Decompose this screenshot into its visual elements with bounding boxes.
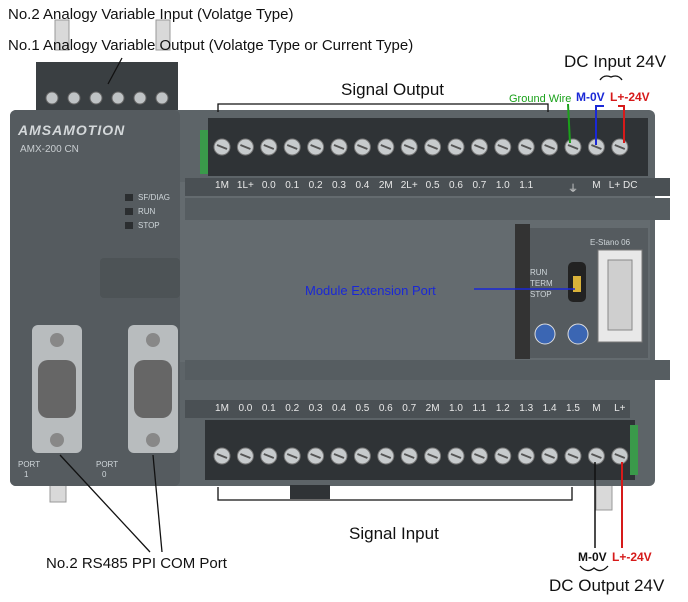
top-terminal-label: L+ DC	[608, 180, 638, 191]
port0-label: PORT	[96, 460, 119, 469]
top-terminal-label: 1L+	[236, 180, 254, 191]
top-terminal-label: M	[592, 180, 601, 191]
top-terminal-label: 0.0	[261, 180, 276, 191]
module-ext-label: Module Extension Port	[305, 283, 436, 298]
top-terminal-label: 0.5	[425, 180, 440, 191]
top-terminal-label: 1.1	[519, 180, 534, 191]
m0v-top-leader	[595, 105, 604, 145]
run-led-label: RUN	[138, 207, 156, 216]
rs485-label: No.2 RS485 PPI COM Port	[46, 555, 227, 572]
bottom-label-strip	[185, 400, 630, 418]
stop-led-label: STOP	[138, 221, 160, 230]
top-terminal-label: 0.7	[472, 180, 487, 191]
bottom-terminal-label: 1.4	[542, 403, 557, 414]
lplus-top-label: L+-24V	[610, 90, 650, 104]
dc-output-brace	[579, 565, 609, 572]
top-terminal-label: 2M	[378, 180, 393, 191]
bottom-terminal-label: 0.2	[285, 403, 300, 414]
rs485-leader-1	[59, 454, 151, 553]
bottom-terminal-label: 1.3	[519, 403, 534, 414]
mount-tab-top-left	[54, 19, 70, 51]
bottom-terminal-label: 2M	[425, 403, 440, 414]
top-terminal-label: 1M	[215, 180, 229, 191]
bottom-terminal-label: 0.5	[355, 403, 370, 414]
signal-input-label: Signal Input	[349, 524, 439, 543]
ground-wire-leader	[567, 103, 571, 144]
ground-wire-label: Ground Wire	[509, 93, 572, 105]
top-terminal-label: 2L+	[400, 180, 418, 191]
m0v-bottom-label: M-0V	[578, 550, 607, 564]
bottom-terminal-label: 0.6	[378, 403, 393, 414]
switch-stop-label: STOP	[530, 290, 552, 299]
bottom-terminal-label: 1.0	[449, 403, 463, 414]
top-terminal-label: 0.4	[355, 180, 370, 191]
bottom-terminal-label: L+	[614, 403, 626, 414]
bottom-terminal-label: 0.3	[308, 403, 323, 414]
signal-input-bracket	[217, 487, 573, 501]
extension-part-label: E-Stano 06	[590, 238, 631, 247]
run-led	[125, 208, 133, 215]
dc-output-label: DC Output 24V	[549, 576, 665, 595]
bottom-terminal-label: M	[592, 403, 601, 414]
top-terminal-label: 0.2	[308, 180, 323, 191]
lplus-bottom-label: L+-24V	[612, 550, 652, 564]
dc-input-label: DC Input 24V	[564, 52, 667, 71]
rs485-port-1	[32, 325, 82, 453]
top-terminal-label: 0.3	[332, 180, 346, 191]
bottom-terminal-label: 1.2	[495, 403, 510, 414]
potentiometer-1[interactable]	[534, 323, 556, 345]
switch-run-label: RUN	[530, 268, 548, 277]
port-cover	[100, 258, 180, 298]
bottom-terminal-label: 1M	[215, 403, 229, 414]
brand-logo: AMSAMOTION	[18, 122, 126, 138]
bottom-terminal-block	[205, 420, 635, 480]
stop-led	[125, 222, 133, 229]
rs485-port-0	[128, 325, 178, 453]
top-terminal-label: 1.0	[495, 180, 510, 191]
bottom-terminal-label: 0.0	[238, 403, 253, 414]
sf-diag-led	[125, 194, 133, 201]
lplus-top-leader	[618, 105, 625, 143]
m0v-top-label: M-0V	[576, 90, 605, 104]
signal-output-bracket	[217, 103, 549, 112]
switch-term-label: TERM	[530, 279, 553, 288]
rs485-leader-2	[152, 454, 163, 553]
top-terminal-label: 0.1	[285, 180, 300, 191]
analog-output-leader	[107, 57, 123, 85]
bottom-terminal-label: 1.1	[472, 403, 487, 414]
analog-output-callout: No.1 Analogy Variable Output (Volatge Ty…	[8, 37, 414, 54]
signal-output-label: Signal Output	[341, 80, 445, 99]
top-terminal-label: 0.6	[449, 180, 463, 191]
model-label: AMX-200 CN	[20, 144, 79, 155]
bottom-terminal-label: 1.5	[566, 403, 580, 414]
analog-input-callout: No.2 Analogy Variable Input (Volatge Typ…	[8, 6, 294, 23]
bottom-terminal-label: 0.7	[402, 403, 417, 414]
potentiometer-2[interactable]	[567, 323, 589, 345]
mount-tab-top-right	[155, 19, 171, 51]
bottom-terminal-label: 0.1	[261, 403, 276, 414]
dc-input-brace	[599, 75, 623, 81]
port0-number: 0	[102, 470, 107, 479]
top-terminal-label: ⏚	[568, 184, 578, 195]
analog-terminal-block	[36, 62, 178, 114]
port1-number: 1	[24, 470, 29, 479]
bottom-terminal-label: 0.4	[332, 403, 346, 414]
top-label-strip	[185, 178, 670, 196]
port1-label: PORT	[18, 460, 41, 469]
sf-diag-led-label: SF/DIAG	[138, 193, 171, 202]
